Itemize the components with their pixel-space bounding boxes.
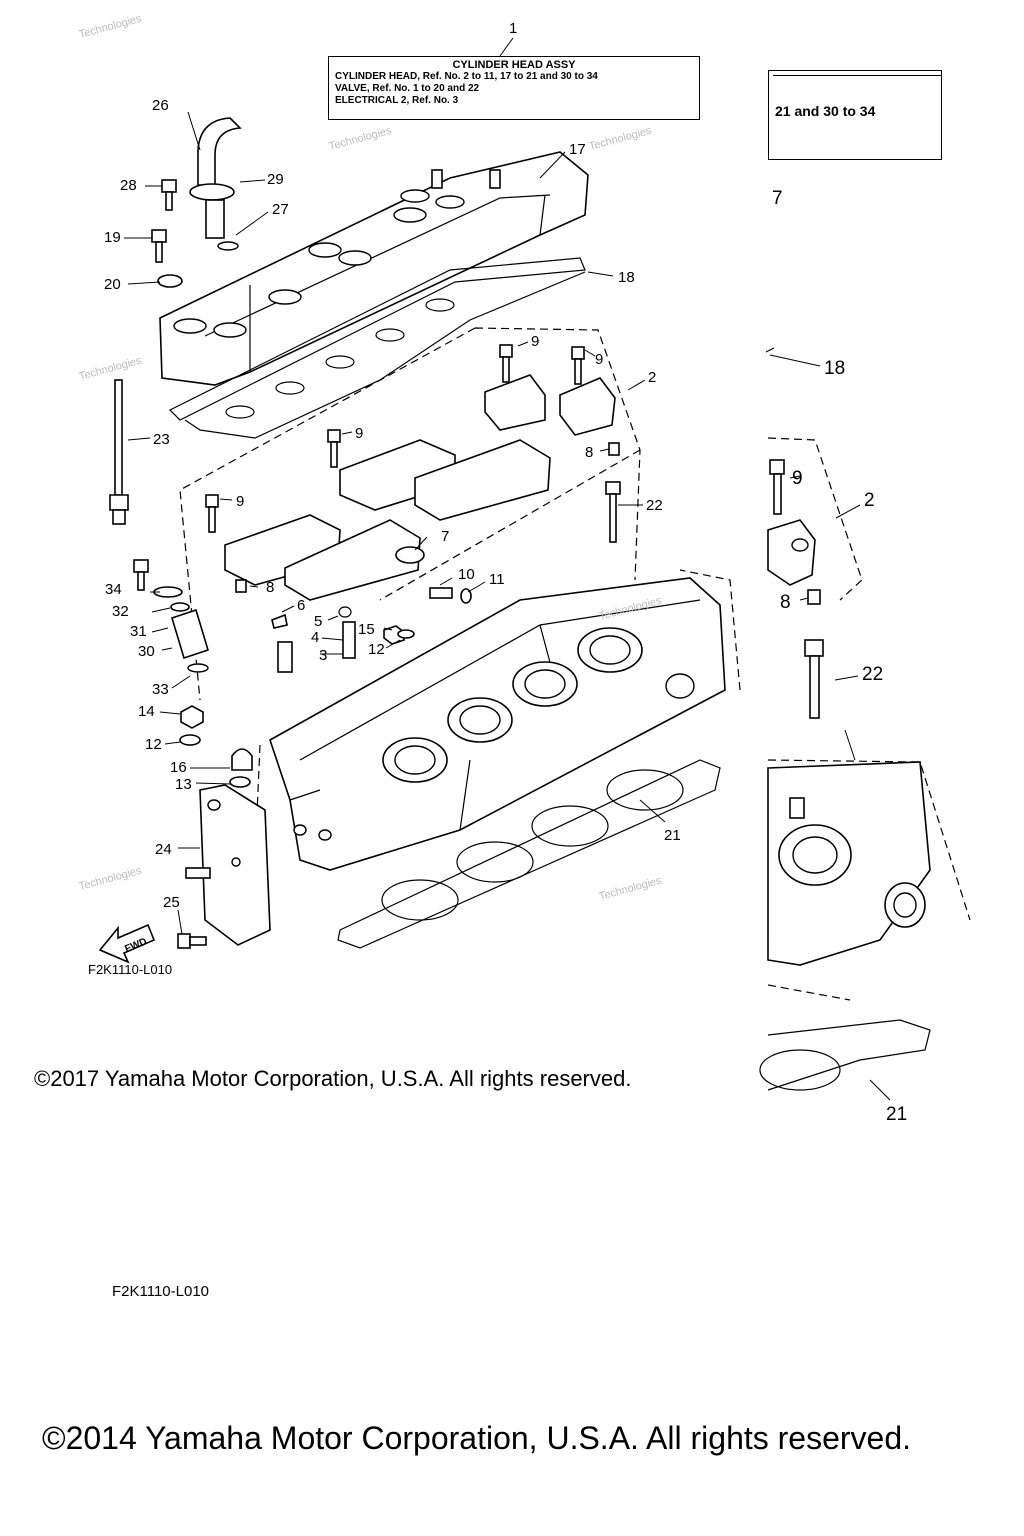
callout-enlarged-9: 9 bbox=[792, 468, 803, 489]
watermark: Technologies bbox=[598, 875, 664, 903]
callout-26: 26 bbox=[152, 97, 169, 114]
cylinder-head-cover bbox=[159, 151, 589, 386]
callout-2: 2 bbox=[648, 369, 656, 386]
valve-parts bbox=[179, 546, 472, 788]
callout-33: 33 bbox=[152, 681, 169, 698]
callout-enlarged-18: 18 bbox=[824, 358, 845, 379]
callout-8a: 8 bbox=[585, 444, 593, 461]
callout-32: 32 bbox=[112, 603, 129, 620]
breather-hose bbox=[189, 117, 242, 251]
bolts-upper-left bbox=[151, 179, 183, 288]
callout-7: 7 bbox=[441, 528, 449, 545]
diagram-code: F2K1110-L010 bbox=[88, 962, 173, 977]
callout-11: 11 bbox=[489, 571, 505, 588]
enlarged-assembly-box: 21 and 30 to 34 bbox=[768, 70, 942, 160]
head-bolt bbox=[605, 481, 621, 543]
callout-14: 14 bbox=[138, 703, 155, 720]
callout-12b: 12 bbox=[145, 736, 162, 753]
callout-5: 5 bbox=[314, 613, 322, 630]
watermark: Technologies bbox=[78, 13, 144, 41]
callout-4: 4 bbox=[311, 629, 319, 646]
callout-enlarged-8: 8 bbox=[780, 592, 791, 613]
callout-15: 15 bbox=[358, 621, 375, 638]
watermark: Technologies bbox=[328, 125, 394, 153]
assembly-line-1: CYLINDER HEAD, Ref. No. 2 to 11, 17 to 2… bbox=[335, 71, 598, 82]
callout-9c: 9 bbox=[355, 425, 363, 442]
cylinder-head bbox=[254, 569, 741, 871]
callout-22: 22 bbox=[646, 497, 663, 514]
assembly-info-box: CYLINDER HEAD ASSY CYLINDER HEAD, Ref. N… bbox=[328, 56, 700, 120]
cover-plate bbox=[177, 784, 271, 949]
callout-labels: 1 26 17 28 29 27 19 18 20 9 9 2 9 23 8 9… bbox=[104, 20, 681, 911]
callout-34: 34 bbox=[105, 581, 122, 598]
assembly-line-3: ELECTRICAL 2, Ref. No. 3 bbox=[335, 95, 459, 106]
callout-enlarged-22: 22 bbox=[862, 664, 883, 685]
enlarged-assembly-text: 21 and 30 to 34 bbox=[775, 103, 876, 119]
callout-enlarged-21: 21 bbox=[886, 1104, 907, 1125]
watermark: Technologies bbox=[588, 125, 654, 153]
callout-3: 3 bbox=[319, 647, 327, 664]
callout-24: 24 bbox=[155, 841, 172, 858]
diagram-code-large: F2K1110-L010 bbox=[112, 1283, 210, 1300]
assembly-line-2: VALVE, Ref. No. 1 to 20 and 22 bbox=[335, 83, 480, 94]
callout-9d: 9 bbox=[236, 493, 244, 510]
callout-9a: 9 bbox=[531, 333, 539, 350]
callout-29: 29 bbox=[267, 171, 284, 188]
callout-8b: 8 bbox=[266, 579, 274, 596]
callout-18: 18 bbox=[618, 269, 635, 286]
callout-13: 13 bbox=[175, 776, 192, 793]
callout-17: 17 bbox=[569, 141, 586, 158]
callout-25: 25 bbox=[163, 894, 180, 911]
copyright-notice-large: ©2014 Yamaha Motor Corporation, U.S.A. A… bbox=[42, 1420, 912, 1456]
callout-31: 31 bbox=[130, 623, 147, 640]
callout-16: 16 bbox=[170, 759, 187, 776]
forward-arrow-icon: FWD bbox=[98, 923, 156, 964]
callout-enlarged-2: 2 bbox=[864, 490, 875, 511]
callout-enlarged-7: 7 bbox=[772, 188, 783, 209]
leader-lines bbox=[124, 37, 666, 935]
callout-12a: 12 bbox=[368, 641, 385, 658]
long-stud bbox=[109, 379, 129, 525]
callout-1: 1 bbox=[509, 20, 517, 37]
callout-19: 19 bbox=[104, 229, 121, 246]
enlarged-view: 7 18 9 2 8 22 21 bbox=[759, 188, 971, 1125]
callout-10: 10 bbox=[458, 566, 475, 583]
head-gasket bbox=[337, 759, 721, 949]
copyright-notice-small: ©2017 Yamaha Motor Corporation, U.S.A. A… bbox=[34, 1066, 632, 1091]
watermark: Technologies bbox=[78, 355, 144, 383]
callout-6: 6 bbox=[297, 597, 305, 614]
head-cover-gasket bbox=[168, 257, 586, 439]
watermark: Technologies bbox=[78, 865, 144, 893]
callout-9b: 9 bbox=[595, 351, 603, 368]
assembly-title: CYLINDER HEAD ASSY bbox=[452, 59, 576, 71]
callout-27: 27 bbox=[272, 201, 289, 218]
callout-21: 21 bbox=[664, 827, 681, 844]
callout-30: 30 bbox=[138, 643, 155, 660]
callout-20: 20 bbox=[104, 276, 121, 293]
camshaft-cap-group bbox=[179, 327, 641, 701]
callout-23: 23 bbox=[153, 431, 170, 448]
callout-28: 28 bbox=[120, 177, 137, 194]
